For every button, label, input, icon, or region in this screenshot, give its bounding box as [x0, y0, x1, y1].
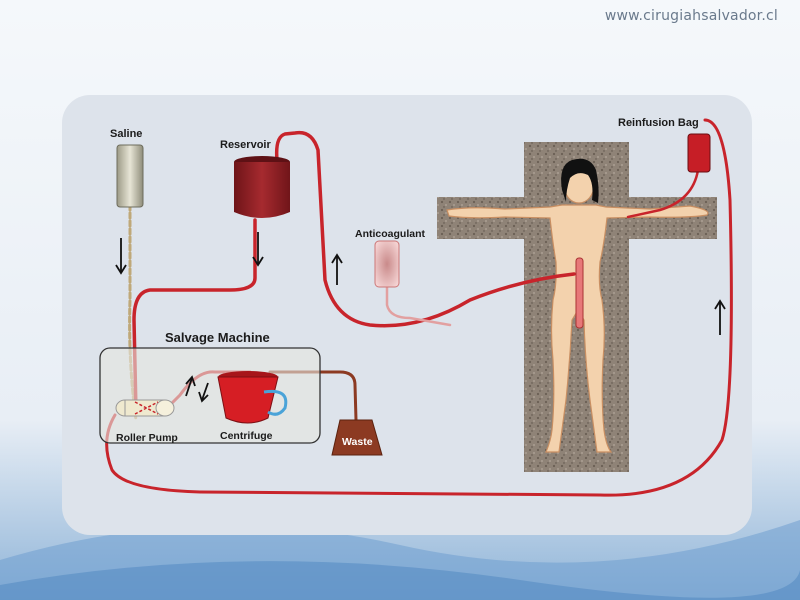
anticoagulant-bag — [374, 240, 400, 288]
flow-arrows — [115, 232, 726, 403]
site-url[interactable]: www.cirugiahsalvador.cl — [604, 8, 778, 24]
arrow-down-saline-icon — [115, 238, 127, 275]
diagram-panel — [62, 95, 752, 535]
arrow-down-reservoir-icon — [252, 232, 264, 267]
centrifuge-label: Centrifuge — [220, 430, 273, 442]
return-tube — [105, 118, 733, 497]
reinfusion-bag-label: Reinfusion Bag — [618, 117, 699, 129]
reinfusion-to-arm-tube — [626, 168, 700, 219]
reservoir-to-pump-tube — [132, 218, 257, 414]
arrow-down-centrifuge-out-icon — [198, 382, 209, 403]
saline-bag — [116, 144, 144, 208]
salvage-machine-label: Salvage Machine — [165, 330, 270, 345]
centrifuge-bowl — [217, 371, 288, 424]
roller-pump — [115, 399, 175, 417]
arrow-up-centrifuge-in-icon — [185, 375, 196, 397]
incision-drain — [575, 257, 584, 329]
anticoagulant-line — [385, 285, 452, 327]
waste-label: Waste — [342, 436, 373, 448]
suction-tube — [274, 130, 576, 328]
arrow-up-suction-icon — [331, 253, 343, 285]
anticoagulant-label: Anticoagulant — [355, 228, 426, 240]
roller-pump-label: Roller Pump — [116, 432, 178, 444]
salvage-machine-box — [99, 347, 321, 444]
waste-container — [331, 419, 383, 456]
reinfusion-bag — [687, 133, 711, 173]
centrifuge-to-waste-tube — [268, 370, 358, 422]
reservoir-canister — [234, 156, 290, 218]
patient-hair — [561, 158, 599, 203]
saline-label: Saline — [110, 128, 142, 140]
reservoir-label: Reservoir — [220, 139, 271, 151]
arrow-up-return-icon — [714, 299, 726, 335]
